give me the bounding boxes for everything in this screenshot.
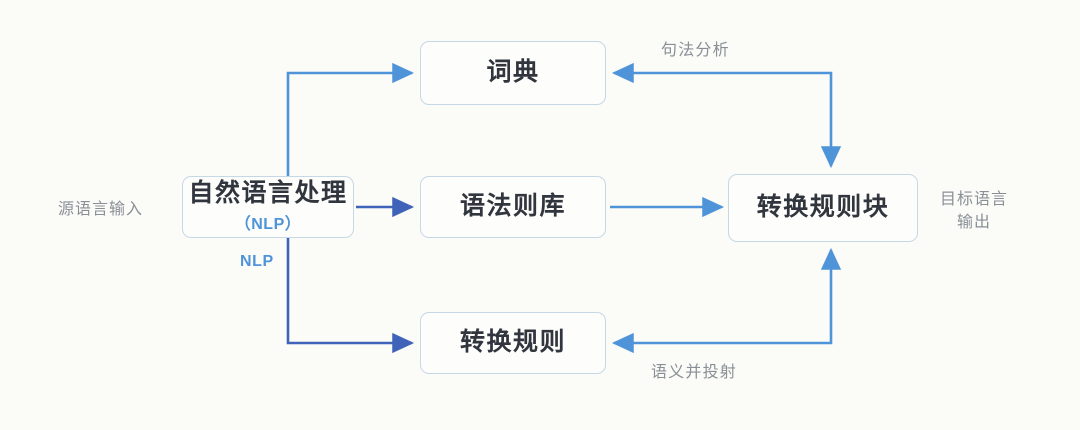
label-target-language-output: 目标语言 输出 xyxy=(940,191,1009,232)
node-dictionary[interactable]: 词典 xyxy=(420,41,606,105)
edge-nlp-to-transfer-rules xyxy=(286,238,415,354)
node-grammar-rules-title: 语法则库 xyxy=(459,192,566,221)
label-semantic-projection: 语义并投射 xyxy=(651,364,738,381)
edge-dictionary-to-transfer-rule-block xyxy=(611,62,842,169)
label-source-language-input: 源语言输入 xyxy=(58,201,144,218)
node-transfer-rules-title: 转换规则 xyxy=(459,328,566,357)
node-nlp[interactable]: 自然语言处理 （NLP） xyxy=(182,176,354,238)
node-transfer-rule-block[interactable]: 转换规则块 xyxy=(728,174,918,242)
edge-transfer-rules-to-transfer-rule-block xyxy=(611,247,842,354)
node-nlp-subtitle: （NLP） xyxy=(234,215,302,233)
label-syntactic-analysis: 句法分析 xyxy=(661,42,730,59)
node-transfer-rules[interactable]: 转换规则 xyxy=(420,312,606,374)
node-grammar-rules[interactable]: 语法则库 xyxy=(420,176,606,238)
node-nlp-title: 自然语言处理 xyxy=(188,179,348,208)
node-dictionary-title: 词典 xyxy=(486,58,540,87)
node-transfer-rule-block-title: 转换规则块 xyxy=(756,193,890,222)
edge-nlp-to-dictionary xyxy=(286,62,415,176)
label-nlp-branch: NLP xyxy=(240,253,274,270)
